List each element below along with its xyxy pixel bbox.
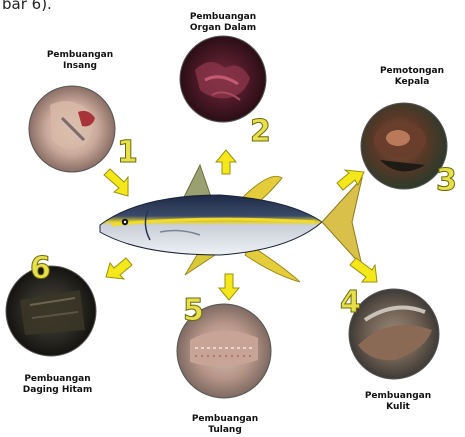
step-number-4: 4: [340, 288, 361, 318]
photo-4-skin-removal: [349, 289, 439, 379]
label-step-6: Pembuangan Daging Hitam: [5, 374, 110, 396]
arrow-to-step-4: [350, 258, 377, 282]
arrow-to-step-5: [219, 274, 239, 300]
label-step-4-line1: Pembuangan: [348, 391, 448, 402]
label-step-3-line1: Pemotongan: [362, 66, 462, 77]
label-step-5: Pembuangan Tulang: [175, 414, 275, 436]
label-step-2-line1: Pembuangan: [173, 12, 273, 23]
tuna-fish-illustration: [100, 165, 362, 282]
label-step-6-line2: Daging Hitam: [5, 385, 110, 396]
label-step-3: Pemotongan Kepala: [362, 66, 462, 88]
arrow-to-step-6: [106, 258, 132, 279]
label-step-2-line2: Organ Dalam: [173, 23, 273, 34]
step-number-5: 5: [183, 296, 204, 326]
step-number-2: 2: [250, 117, 271, 147]
photo-2-organ-removal: [180, 36, 266, 122]
arrow-to-step-1: [104, 169, 128, 196]
label-step-5-line1: Pembuangan: [175, 414, 275, 425]
label-step-4: Pembuangan Kulit: [348, 391, 448, 413]
step-number-3: 3: [436, 166, 457, 196]
label-step-1-line2: Insang: [30, 61, 130, 72]
photo-3-head-cutting: [361, 103, 447, 189]
step-number-6: 6: [30, 254, 51, 284]
label-step-6-line1: Pembuangan: [5, 374, 110, 385]
label-step-3-line2: Kepala: [362, 77, 462, 88]
label-step-2: Pembuangan Organ Dalam: [173, 12, 273, 34]
photo-1-gill-removal: [29, 86, 115, 172]
label-step-5-line2: Tulang: [175, 425, 275, 436]
label-step-1: Pembuangan Insang: [30, 50, 130, 72]
arrow-to-step-2: [216, 150, 236, 174]
label-step-1-line1: Pembuangan: [30, 50, 130, 61]
photo-6-dark-meat-removal: [6, 266, 96, 356]
label-step-4-line2: Kulit: [348, 402, 448, 413]
step-number-1: 1: [117, 138, 138, 168]
